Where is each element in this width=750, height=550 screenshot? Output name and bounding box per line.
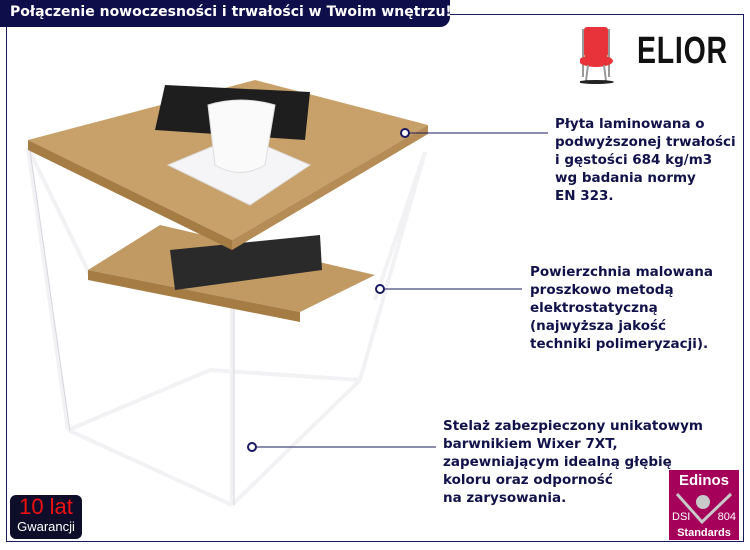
callout-dot-3: [247, 442, 257, 452]
warranty-label: Gwarancji: [17, 519, 75, 534]
feature-powder-coating: Powierzchnia malowana proszkowo metodą e…: [530, 264, 713, 352]
edinos-left: DSI: [672, 511, 691, 523]
book-lower: [170, 235, 322, 290]
table-frame: [26, 147, 427, 507]
feature-laminate: Płyta laminowana o podwyższonej trwałośc…: [555, 116, 736, 204]
banner-title: Połączenie nowoczesności i trwałości w T…: [0, 0, 452, 27]
edinos-certificate-badge: Edinos DSI 804 Standards: [669, 470, 739, 540]
callout-dot-1: [400, 128, 410, 138]
warranty-badge: 10 lat Gwarancji: [10, 495, 82, 539]
edinos-right: 804: [717, 511, 736, 523]
callout-dot-2: [375, 284, 385, 294]
edinos-check-icon: [675, 492, 733, 525]
coffee-cup: [207, 99, 276, 173]
warranty-years: 10 lat: [19, 494, 73, 519]
edinos-standards: Standards: [677, 527, 731, 539]
red-chair-icon: [580, 27, 614, 84]
feature-frame-protection: Stelaż zabezpieczony unikatowym barwniki…: [443, 418, 703, 506]
edinos-brand: Edinos: [678, 472, 729, 489]
brand-logo-text: ELIOR: [637, 30, 728, 72]
callout-lines: [252, 132, 548, 448]
